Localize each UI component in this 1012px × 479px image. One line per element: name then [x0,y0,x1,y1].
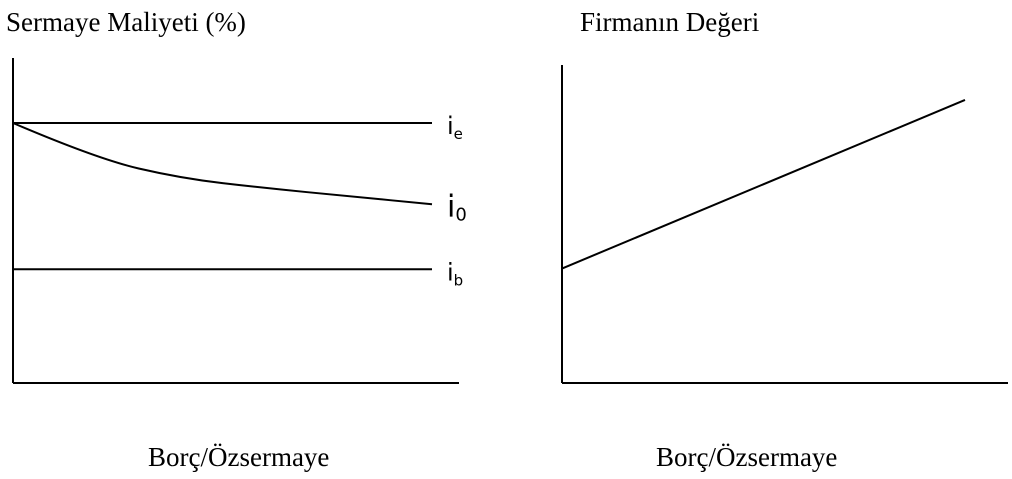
series-label-i0: i0 [447,189,467,225]
chart-title: Firmanın Değeri [580,7,759,37]
series-labels: ie i0 ib [447,112,467,289]
series-label-ie: ie [447,112,463,143]
series-line-firm-value [561,99,966,270]
firm-value-chart: Firmanın Değeri Borç/Özsermaye [561,7,1008,472]
x-axis-label: Borç/Özsermaye [148,442,329,472]
series-group [12,122,433,271]
chart-title: Sermaye Maliyeti (%) [6,7,246,37]
cost-of-capital-chart: Sermaye Maliyeti (%) ie i0 ib Borç/Özserma… [6,7,467,472]
series-label-ib: ib [447,258,463,289]
x-axis-label: Borç/Özsermaye [656,442,837,472]
series-group [561,99,966,270]
series-line-i0 [12,122,433,206]
